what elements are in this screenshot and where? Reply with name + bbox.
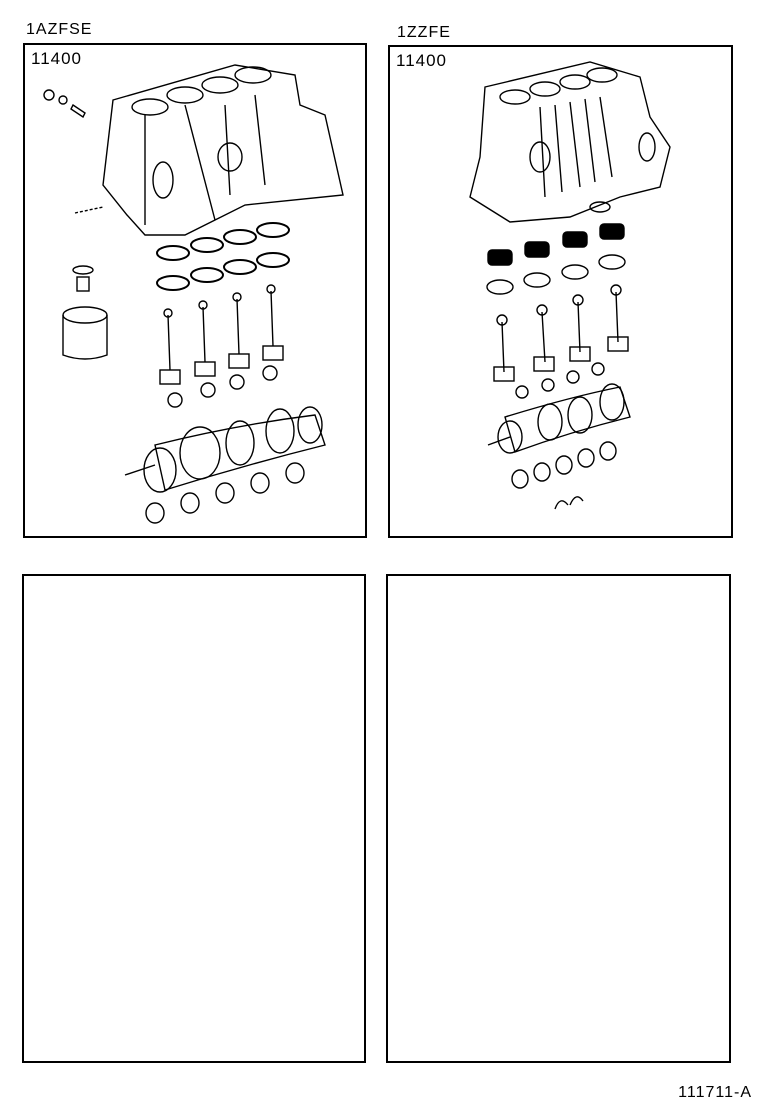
figure-code: 111711-A bbox=[678, 1084, 752, 1101]
panel-empty-left bbox=[22, 574, 366, 1063]
part-number: 11400 bbox=[396, 51, 448, 70]
panel-1azfse[interactable]: 11400 bbox=[23, 43, 367, 538]
short-block-illustration-icon bbox=[43, 64, 344, 524]
panel-empty-right bbox=[386, 574, 731, 1063]
panel-1zzfe[interactable]: 11400 bbox=[388, 45, 733, 538]
engine-label-1zzfe: 1ZZFE bbox=[397, 24, 451, 41]
part-number: 11400 bbox=[31, 49, 83, 68]
engine-label-1azfse: 1AZFSE bbox=[26, 21, 93, 38]
short-block-illustration-icon bbox=[469, 61, 671, 510]
